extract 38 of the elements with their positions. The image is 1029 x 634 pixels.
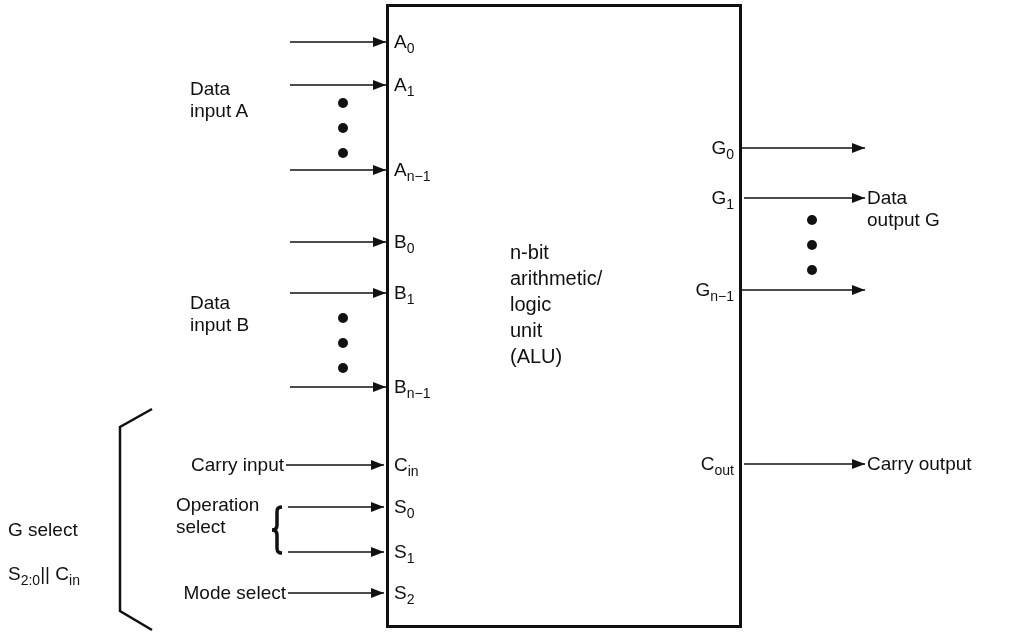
group-label: Data input B bbox=[190, 292, 251, 336]
signal-label: Operation select bbox=[176, 494, 261, 538]
pin-label: G$_{n−1}$ bbox=[695, 277, 739, 303]
block-title: n-bit arithmetic/ logic unit (ALU) bbox=[510, 240, 604, 369]
arrow bbox=[741, 143, 866, 153]
arrow bbox=[285, 460, 385, 470]
arrow bbox=[287, 547, 385, 557]
pin-label: A$_{n−1}$ bbox=[389, 157, 431, 183]
signal-label: Carry output bbox=[867, 453, 1027, 475]
arrow bbox=[287, 588, 385, 598]
pin-label: B$_{n−1}$ bbox=[389, 374, 431, 400]
arrow bbox=[289, 288, 387, 298]
arrow bbox=[741, 285, 866, 295]
pin-label: S$_{2}$ bbox=[389, 580, 415, 606]
pin-label: S$_{0}$ bbox=[389, 494, 415, 520]
signal-label: Carry input bbox=[150, 454, 284, 476]
signal-label: Data output G bbox=[867, 187, 957, 231]
pin-label: C$_{out}$ bbox=[700, 451, 739, 477]
pin-label: A$_{1}$ bbox=[389, 72, 415, 98]
pin-label: C$_{in}$ bbox=[389, 452, 419, 478]
pin-label: B$_{1}$ bbox=[389, 280, 415, 306]
pin-label: G$_{0}$ bbox=[711, 135, 739, 161]
pin-label: B$_{0}$ bbox=[389, 229, 415, 255]
arrow bbox=[289, 237, 387, 247]
group-label: Data input A bbox=[190, 78, 250, 122]
pin-label: A$_{0}$ bbox=[389, 29, 415, 55]
signal-label: Mode select bbox=[120, 582, 286, 604]
arrow bbox=[289, 37, 387, 47]
arrow bbox=[743, 459, 866, 469]
arrow bbox=[289, 165, 387, 175]
pin-label: G$_{1}$ bbox=[711, 185, 739, 211]
group-label: G select S$_{2:0}$|| C$_{in}$ bbox=[8, 518, 81, 590]
pin-label: S$_{1}$ bbox=[389, 539, 415, 565]
alu-block bbox=[386, 4, 742, 628]
arrow bbox=[289, 382, 387, 392]
arrow bbox=[287, 502, 385, 512]
arrow bbox=[289, 80, 387, 90]
arrow bbox=[743, 193, 866, 203]
